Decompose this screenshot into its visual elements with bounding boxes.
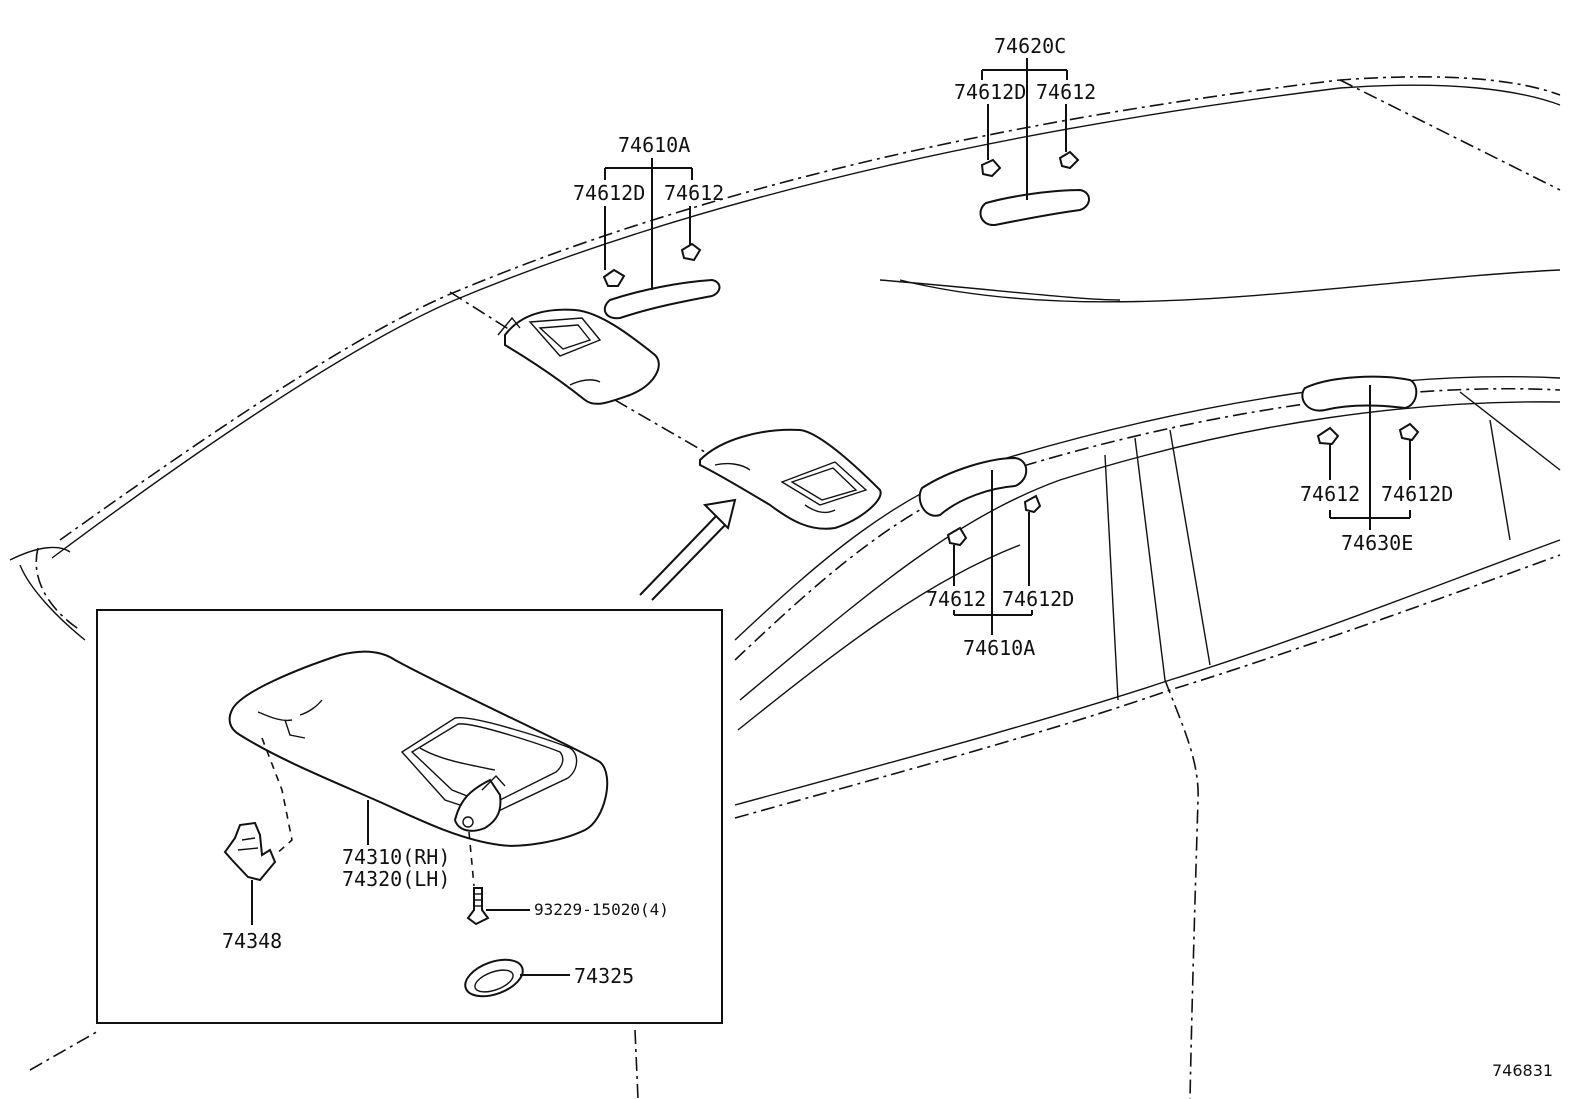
- label-74610a-side: 74610A: [963, 636, 1035, 660]
- assist-grip-rear-side: [1301, 375, 1420, 446]
- label-74612-front-top: 74612: [664, 181, 724, 205]
- assist-grip-front-top: [602, 242, 721, 320]
- label-74630e: 74630E: [1341, 531, 1413, 555]
- label-74610a-top: 74610A: [618, 133, 690, 157]
- label-74320-lh: 74320(LH): [342, 867, 450, 891]
- visor-screw: [466, 887, 490, 926]
- diagram-code: 746831: [1492, 1061, 1553, 1080]
- side-window-frame: [734, 269, 1561, 1099]
- sun-visor-left: [497, 308, 660, 405]
- label-74612d-rear-top: 74612D: [954, 80, 1026, 104]
- label-74620c: 74620C: [994, 34, 1066, 58]
- label-74612d-front-top: 74612D: [573, 181, 645, 205]
- label-93229-15020: 93229-15020(4): [534, 900, 669, 919]
- label-74612-rear-top: 74612: [1036, 80, 1096, 104]
- detail-inset: 74310(RH) 74320(LH) 74348 93229-15020(4)…: [96, 609, 723, 1024]
- screw-dash-line: [468, 831, 475, 887]
- sun-visor-detail: [228, 650, 609, 847]
- label-74612d-rear-side: 74612D: [1381, 482, 1453, 506]
- assist-grip-rear-top: [979, 150, 1090, 227]
- label-74612-rear-side: 74612: [1300, 482, 1360, 506]
- label-74612-side: 74612: [926, 587, 986, 611]
- holder-dash-line: [261, 737, 293, 856]
- label-74612d-side: 74612D: [1002, 587, 1074, 611]
- visor-screw-cover: [464, 958, 524, 998]
- label-74348: 74348: [222, 929, 282, 953]
- sun-visor-right: [699, 428, 882, 530]
- roof-outline: [9, 76, 1561, 1099]
- assist-grip-side: [918, 456, 1042, 547]
- visor-holder-clip: [223, 821, 277, 882]
- direction-arrow: [639, 498, 737, 601]
- label-74310-rh: 74310(RH): [342, 845, 450, 869]
- label-74325: 74325: [574, 964, 634, 988]
- leader-lines: [604, 58, 1411, 635]
